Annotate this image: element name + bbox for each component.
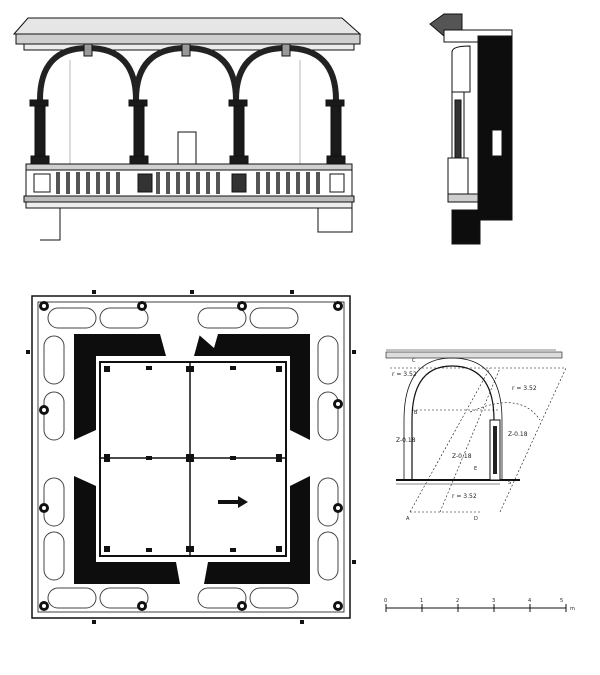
column-2: [128, 99, 149, 165]
court-piers: [104, 366, 282, 552]
scale-tick-3: 3: [492, 598, 495, 604]
label-point-a: A: [406, 516, 410, 522]
plan-view: [26, 290, 356, 624]
label-point-c: C: [412, 358, 416, 364]
section-balustrade: [447, 157, 469, 195]
door-opening: [177, 131, 197, 165]
scale-tick-5: 5: [560, 598, 563, 604]
vault-ribs: [43, 307, 339, 609]
plan-arrow: [218, 496, 248, 508]
scale-tick-0: 0: [384, 598, 387, 604]
section-window: [491, 129, 503, 157]
keystone-2: [181, 43, 191, 57]
label-radius-a: r = 3.52: [392, 371, 417, 378]
base-cornice: [23, 195, 355, 203]
cornice-top: [12, 17, 362, 35]
balusters: [56, 172, 320, 194]
balustrade-panels: [33, 173, 345, 193]
geometry-cornice: [385, 351, 563, 359]
label-dim-left: Z-0.18: [396, 437, 416, 444]
column-4: [325, 99, 346, 165]
geometry-arch: [411, 365, 495, 480]
corbel-left: [28, 207, 61, 241]
column-3: [228, 99, 249, 165]
scale-tick-2: 2: [456, 598, 459, 604]
balustrade-rail: [25, 163, 353, 171]
column-1: [29, 99, 50, 165]
section-view: [429, 13, 513, 245]
label-dim-right: Z-0.18: [508, 431, 528, 438]
scale-tick-1: 1: [420, 598, 423, 604]
label-point-s: S: [508, 480, 511, 486]
keystone-1: [83, 43, 93, 57]
section-wall: [451, 35, 513, 245]
cornice-band: [15, 33, 361, 45]
label-dim-center: Z-0.18: [452, 453, 472, 460]
arch-geometry-view: r = 3.52 r = 3.52 r = 3.52 Z-0.18 Z-0.18…: [385, 349, 567, 522]
base-band: [25, 201, 353, 209]
elevation-view: [12, 17, 362, 241]
label-radius-c: r = 3.52: [452, 493, 477, 500]
scale-bar: 0 1 2 3 4 5 m: [384, 598, 575, 612]
wall-openings: [74, 334, 310, 584]
scale-unit: m: [570, 606, 575, 612]
construction-lines: [390, 367, 567, 513]
label-radius-b: r = 3.52: [512, 385, 537, 392]
label-point-b: B: [414, 410, 418, 416]
label-point-d: D: [474, 516, 478, 522]
scale-tick-4: 4: [528, 598, 531, 604]
corbel-right: [317, 207, 353, 233]
keystone-3: [281, 43, 291, 57]
label-point-e: E: [474, 466, 477, 472]
section-arch: [451, 45, 471, 93]
